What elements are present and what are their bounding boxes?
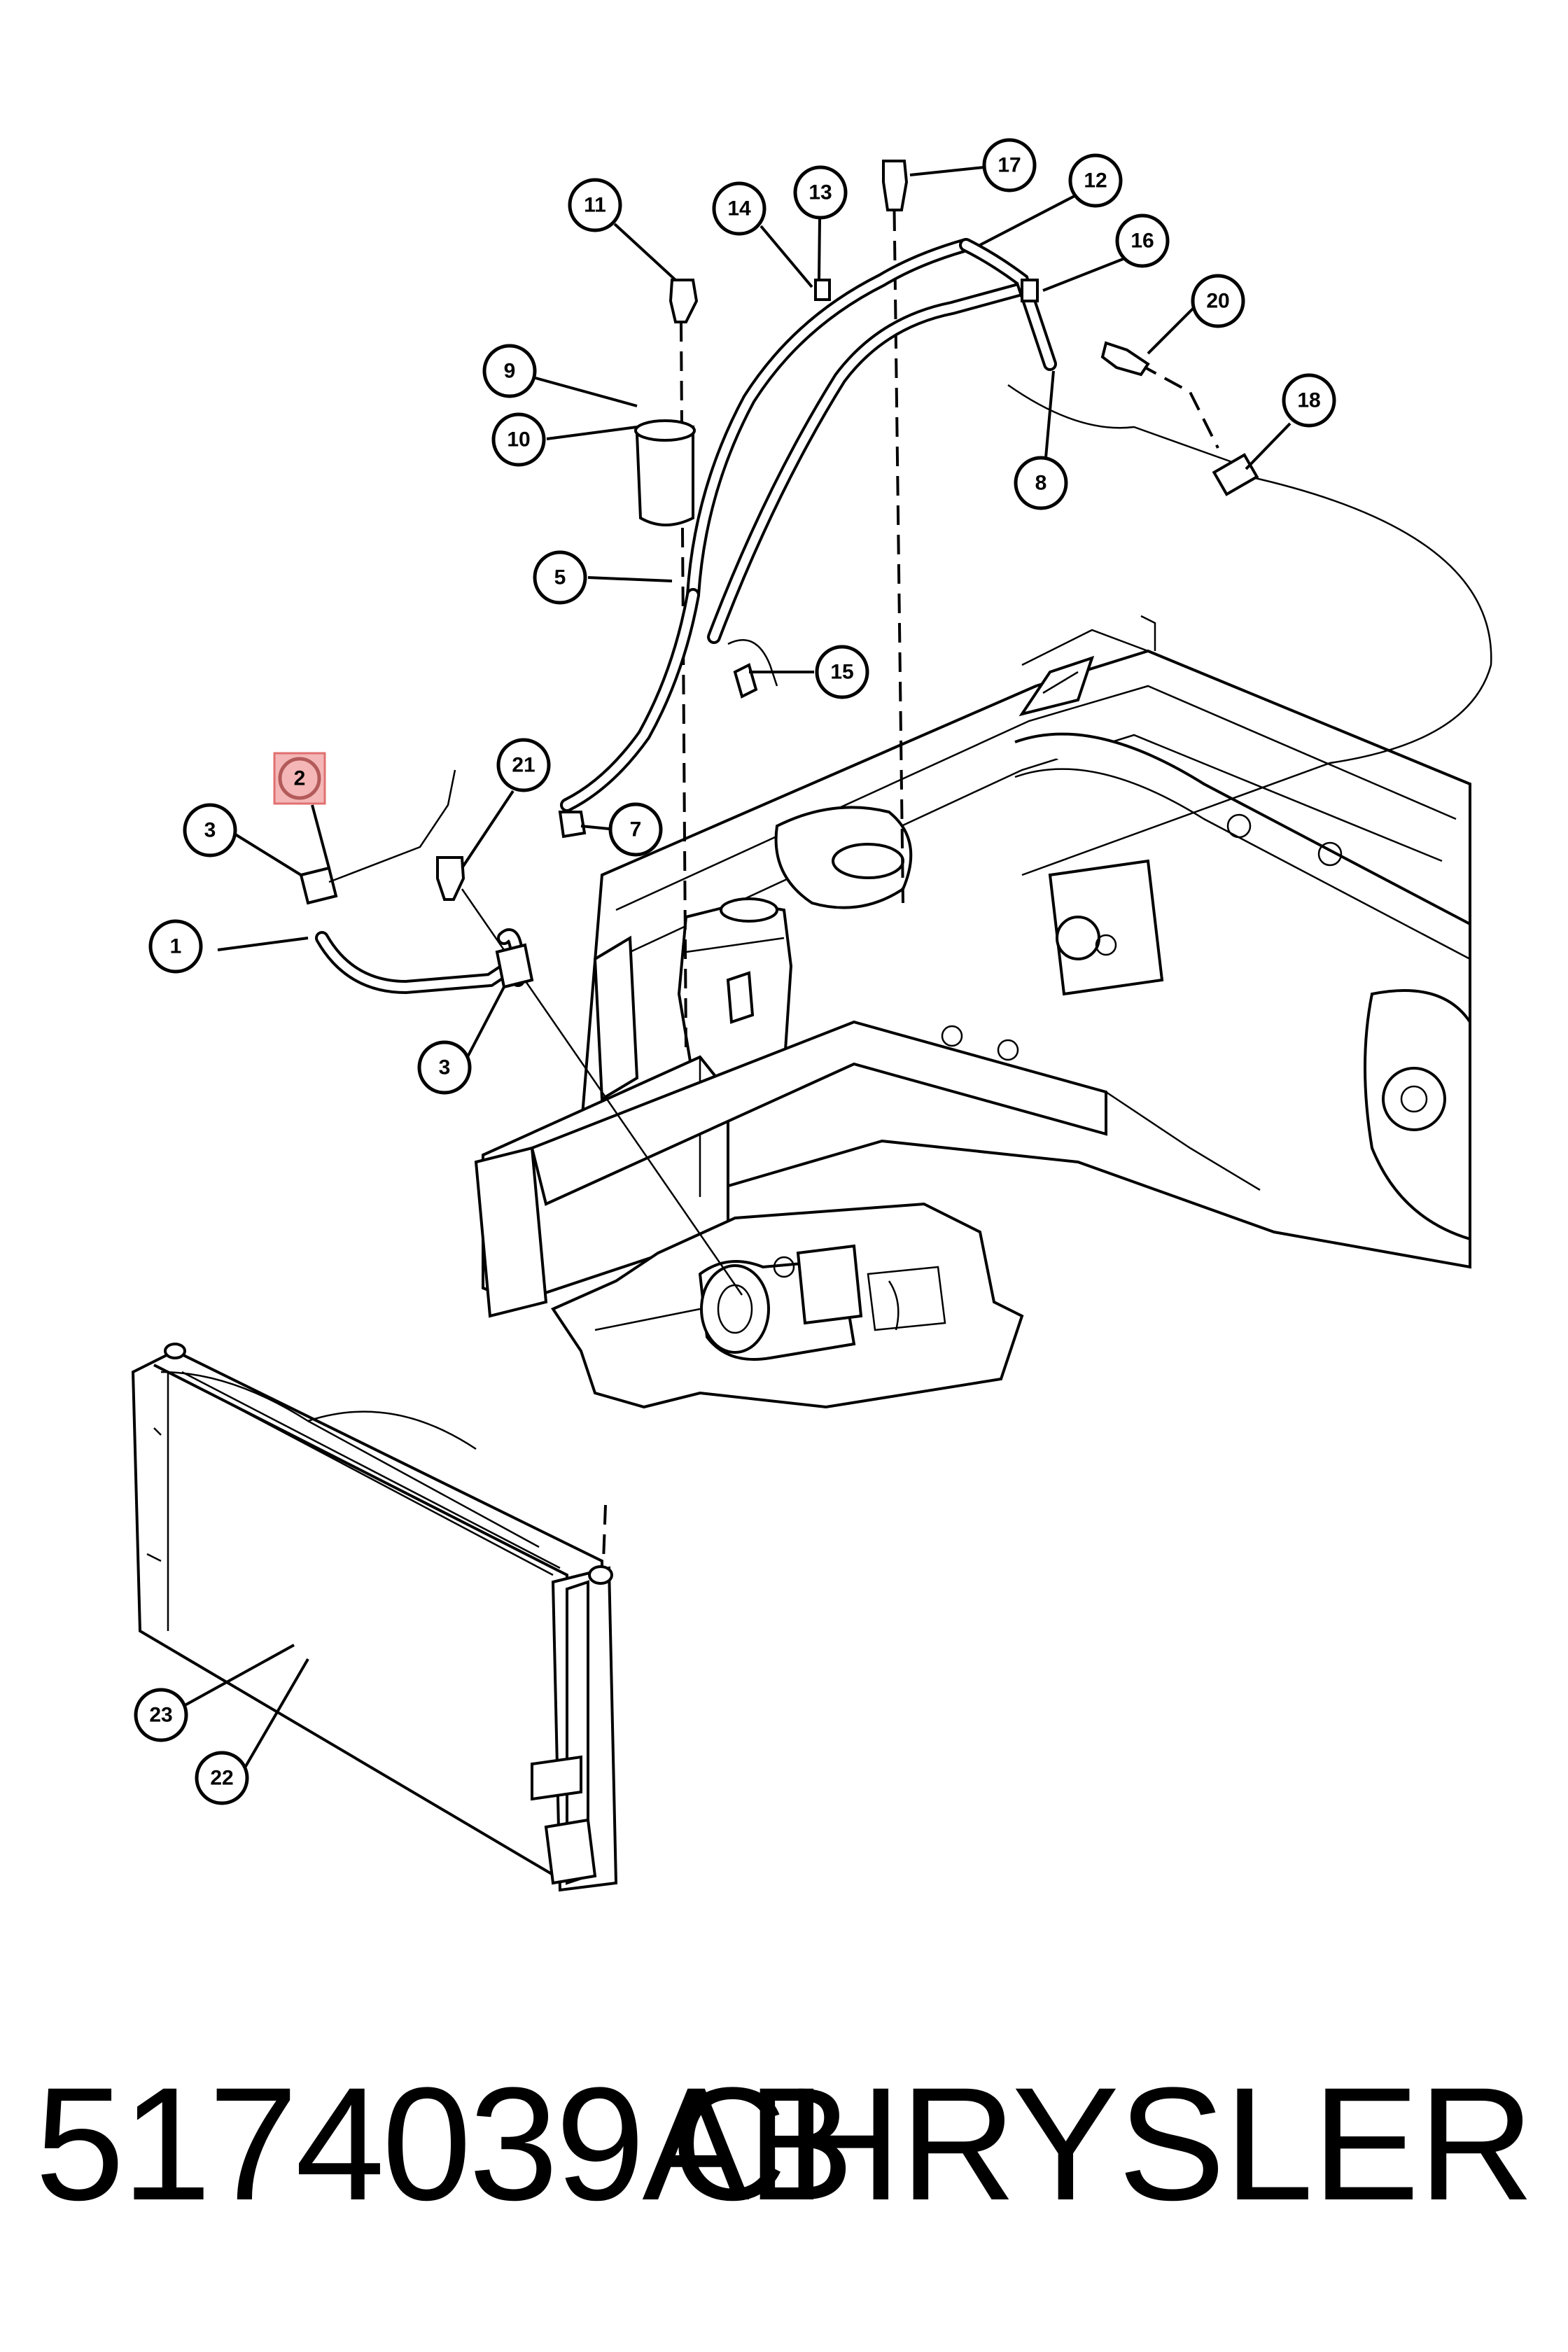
- callout-12: 12: [1068, 153, 1123, 208]
- brand-label: CHRYSLER: [670, 2054, 1534, 2234]
- callout-9: 9: [482, 344, 537, 398]
- callout-22: 22: [195, 1751, 249, 1805]
- svg-text:23: 23: [149, 1704, 172, 1727]
- footer: 5174039AB CHRYSLER: [0, 2051, 1568, 2261]
- svg-text:14: 14: [727, 197, 751, 220]
- svg-text:15: 15: [830, 661, 853, 684]
- callout-21: 21: [496, 738, 551, 792]
- svg-text:2: 2: [294, 767, 306, 790]
- svg-text:8: 8: [1035, 472, 1047, 495]
- callout-16: 16: [1115, 214, 1170, 268]
- svg-text:3: 3: [439, 1056, 451, 1079]
- condenser-assembly: [131, 1343, 618, 1892]
- callout-13: 13: [793, 165, 848, 220]
- svg-text:22: 22: [210, 1767, 233, 1790]
- callouts: 1 2 3 3 5 7 8 9: [134, 138, 1336, 1805]
- callout-23: 23: [134, 1688, 188, 1742]
- svg-text:10: 10: [507, 428, 530, 451]
- svg-text:7: 7: [630, 818, 642, 841]
- svg-text:5: 5: [554, 566, 566, 589]
- callout-10: 10: [491, 412, 546, 467]
- callout-18: 18: [1282, 373, 1336, 428]
- svg-text:16: 16: [1130, 230, 1154, 253]
- callout-14: 14: [712, 181, 766, 236]
- svg-text:20: 20: [1206, 290, 1229, 313]
- ac-compressor: [551, 1202, 1024, 1409]
- callout-3-upper: 3: [183, 803, 237, 858]
- svg-text:13: 13: [808, 181, 832, 204]
- svg-text:12: 12: [1084, 169, 1107, 192]
- callout-11: 11: [568, 178, 622, 232]
- callout-3-lower: 3: [417, 1040, 472, 1095]
- fasteners: [436, 160, 1150, 901]
- callout-15: 15: [815, 645, 869, 699]
- svg-text:3: 3: [204, 819, 216, 842]
- svg-text:11: 11: [584, 194, 606, 217]
- callout-1: 1: [148, 919, 203, 974]
- callout-20: 20: [1191, 274, 1245, 328]
- callout-2-highlighted[interactable]: 2: [273, 752, 326, 805]
- svg-text:21: 21: [512, 754, 535, 777]
- svg-text:1: 1: [170, 935, 182, 958]
- callout-leaders: [179, 165, 1292, 1769]
- part-number-label: 5174039AB: [35, 2054, 854, 2234]
- callout-8: 8: [1014, 456, 1068, 510]
- callout-7: 7: [608, 802, 663, 857]
- callout-17: 17: [982, 138, 1037, 192]
- ac-hoses: [299, 238, 1259, 995]
- callout-5: 5: [533, 550, 587, 605]
- svg-text:17: 17: [997, 154, 1021, 177]
- vehicle-body-structure: [474, 615, 1471, 1318]
- svg-text:9: 9: [504, 360, 516, 383]
- svg-text:18: 18: [1297, 389, 1320, 412]
